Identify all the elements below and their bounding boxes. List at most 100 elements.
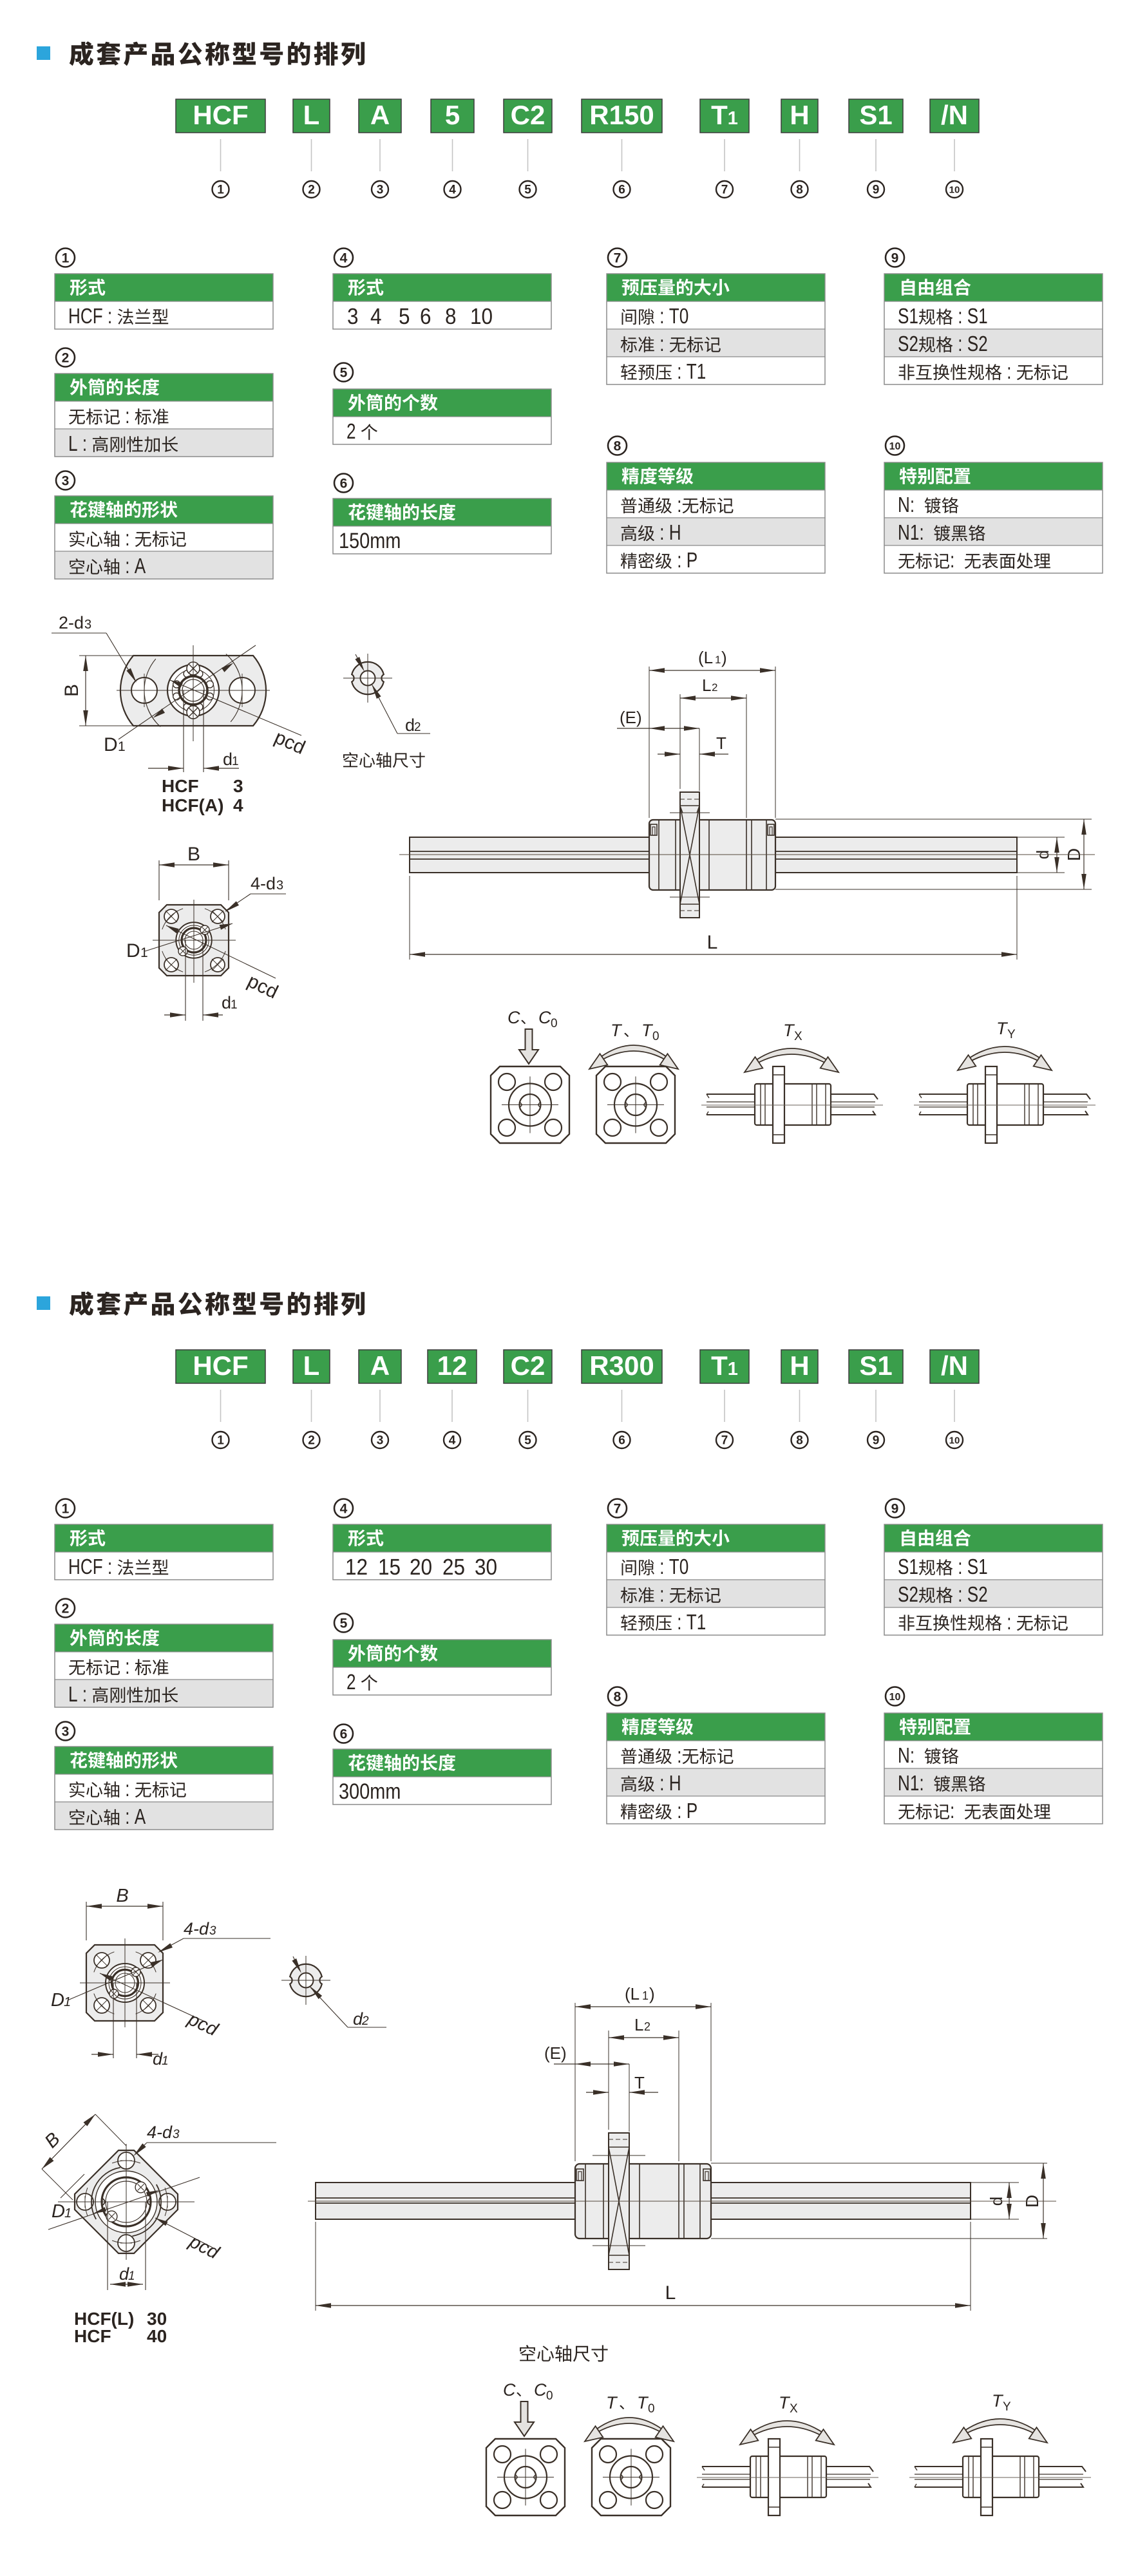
- svg-text:0: 0: [551, 1017, 558, 1030]
- svg-text:A: A: [370, 100, 390, 130]
- svg-text:4: 4: [449, 1434, 456, 1448]
- svg-text:D: D: [104, 734, 118, 755]
- svg-text:8: 8: [614, 439, 621, 454]
- svg-text:7: 7: [721, 184, 728, 197]
- svg-text:d: d: [405, 715, 415, 735]
- svg-text:T: T: [611, 1021, 623, 1040]
- svg-text:4-d: 4-d: [184, 1919, 209, 1938]
- svg-text:10: 10: [889, 1692, 901, 1703]
- svg-text:2: 2: [308, 1434, 315, 1448]
- svg-text:1: 1: [118, 739, 126, 754]
- svg-text:9: 9: [891, 251, 899, 266]
- svg-text:1: 1: [217, 184, 224, 197]
- svg-text:HCF(L): HCF(L): [74, 2309, 134, 2329]
- svg-text:T: T: [606, 2393, 618, 2412]
- svg-text:T: T: [637, 2393, 649, 2412]
- svg-text:1: 1: [140, 945, 148, 960]
- svg-text:X: X: [794, 1030, 802, 1043]
- svg-text:6: 6: [618, 1434, 625, 1448]
- svg-text:HCF(A): HCF(A): [162, 795, 223, 815]
- svg-text:3: 3: [377, 1434, 384, 1448]
- svg-text:0: 0: [546, 2389, 553, 2403]
- svg-text:4: 4: [233, 795, 243, 815]
- svg-text:2: 2: [361, 2014, 369, 2028]
- svg-text:7: 7: [614, 251, 621, 266]
- svg-text:T: T: [779, 2393, 791, 2412]
- svg-text:3: 3: [233, 776, 243, 796]
- svg-text:T: T: [716, 734, 726, 753]
- svg-text:T: T: [996, 1019, 1009, 1038]
- svg-text:C: C: [507, 1008, 520, 1027]
- svg-text:HCF: HCF: [162, 776, 199, 796]
- svg-text:B: B: [116, 1886, 128, 1906]
- svg-text:X: X: [790, 2402, 798, 2416]
- svg-text:L: L: [634, 2015, 643, 2034]
- svg-text:T: T: [634, 2073, 645, 2092]
- svg-text:4: 4: [340, 251, 348, 266]
- svg-text:3: 3: [62, 474, 70, 489]
- svg-text:3: 3: [173, 2128, 180, 2141]
- svg-text:3: 3: [62, 1725, 70, 1739]
- svg-text:1: 1: [64, 2206, 71, 2221]
- svg-text:8: 8: [614, 1690, 621, 1705]
- svg-text:0: 0: [652, 1030, 659, 1043]
- svg-text:HCF: HCF: [193, 1350, 248, 1381]
- svg-text:9: 9: [873, 184, 880, 197]
- svg-text:T: T: [711, 1350, 728, 1381]
- svg-text:10: 10: [949, 185, 960, 196]
- svg-text:10: 10: [889, 441, 901, 452]
- svg-text:2: 2: [62, 1602, 70, 1616]
- svg-text:T: T: [783, 1021, 795, 1040]
- svg-text:3: 3: [377, 184, 384, 197]
- svg-text:5: 5: [524, 184, 531, 197]
- svg-text:d: d: [353, 2009, 363, 2029]
- svg-text:1: 1: [715, 654, 721, 666]
- svg-text:1: 1: [728, 1359, 738, 1379]
- svg-text:(L: (L: [625, 1984, 640, 2003]
- svg-text:L: L: [303, 100, 320, 130]
- svg-text:10: 10: [949, 1435, 960, 1446]
- svg-text:d: d: [222, 993, 231, 1012]
- svg-text:S1: S1: [859, 1350, 892, 1381]
- svg-text:(E): (E): [544, 2043, 567, 2063]
- svg-text:2: 2: [644, 2020, 650, 2033]
- svg-text:L: L: [303, 1350, 320, 1381]
- svg-text:6: 6: [340, 477, 348, 491]
- svg-text:1: 1: [64, 1995, 71, 2009]
- svg-text:5: 5: [524, 1434, 531, 1448]
- svg-text:4-d: 4-d: [147, 2123, 173, 2142]
- svg-text:4: 4: [449, 184, 456, 197]
- svg-text:R150: R150: [589, 100, 654, 130]
- svg-text:5: 5: [340, 1616, 348, 1631]
- svg-text:HCF: HCF: [74, 2326, 111, 2346]
- svg-text:3: 3: [209, 1924, 216, 1938]
- svg-text:5: 5: [445, 100, 460, 130]
- svg-text:(E): (E): [620, 708, 642, 727]
- svg-text:C2: C2: [511, 1350, 545, 1381]
- svg-text:H: H: [790, 1350, 809, 1381]
- svg-text:3: 3: [276, 878, 283, 893]
- svg-text:1: 1: [642, 1989, 649, 2002]
- svg-text:HCF: HCF: [193, 100, 248, 130]
- svg-text:6: 6: [340, 1727, 348, 1742]
- svg-text:1: 1: [231, 998, 238, 1012]
- svg-text:2: 2: [712, 681, 717, 694]
- svg-text:D: D: [126, 940, 140, 961]
- svg-text:40: 40: [147, 2326, 167, 2346]
- svg-text:2-d: 2-d: [59, 613, 84, 632]
- svg-text:4: 4: [340, 1502, 348, 1517]
- svg-text:T: T: [641, 1021, 654, 1040]
- svg-text:0: 0: [648, 2402, 655, 2416]
- svg-text:C: C: [534, 2380, 547, 2400]
- svg-text:d: d: [153, 2049, 163, 2069]
- svg-text:1: 1: [232, 755, 239, 768]
- svg-text:D: D: [52, 2201, 65, 2222]
- svg-text:9: 9: [873, 1434, 880, 1448]
- svg-text:1: 1: [728, 108, 738, 129]
- svg-text:9: 9: [891, 1502, 899, 1517]
- svg-text:30: 30: [147, 2309, 167, 2329]
- svg-text:D: D: [51, 1990, 64, 2011]
- svg-text:2: 2: [308, 184, 315, 197]
- svg-text:C: C: [538, 1008, 551, 1027]
- svg-text:d: d: [119, 2264, 129, 2284]
